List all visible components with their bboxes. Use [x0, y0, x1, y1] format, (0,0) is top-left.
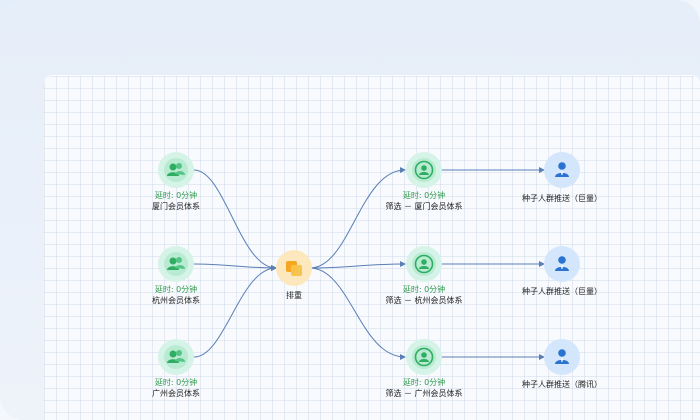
- people-group-icon: [167, 257, 185, 270]
- source-2-name: 杭州会员体系: [152, 296, 200, 305]
- output-3-name: 种子人群推送（腾讯）: [522, 380, 602, 389]
- person-push-icon: [555, 162, 569, 177]
- filter-2-name: 筛选 － 杭州会员体系: [385, 296, 463, 305]
- person-push-icon: [555, 349, 569, 364]
- filter-node-3[interactable]: [406, 339, 442, 375]
- filter-node-1[interactable]: [406, 152, 442, 188]
- edge-merge-filter3: [309, 267, 406, 360]
- source-1-name: 厦门会员体系: [152, 202, 200, 211]
- filter-node-2[interactable]: [406, 246, 442, 282]
- output-node-1[interactable]: [544, 152, 580, 188]
- source-node-1[interactable]: [158, 152, 194, 188]
- person-push-icon: [555, 256, 569, 271]
- people-group-icon: [167, 350, 185, 363]
- filter-2-delay: 延时: 0分钟: [402, 285, 446, 294]
- filter-3-name: 筛选 － 广州会员体系: [385, 389, 463, 398]
- source-2-delay: 延时: 0分钟: [154, 285, 198, 294]
- filter-3-delay: 延时: 0分钟: [402, 378, 446, 387]
- output-node-2[interactable]: [544, 246, 580, 282]
- filter-person-icon: [414, 254, 434, 274]
- edge-merge-filter1: [309, 167, 406, 269]
- source-1-delay: 延时: 0分钟: [154, 191, 198, 200]
- filter-1-name: 筛选 － 厦门会员体系: [385, 202, 463, 211]
- edge-merge-filter2: [309, 261, 406, 269]
- source-3-name: 广州会员体系: [152, 389, 200, 398]
- source-node-3[interactable]: [158, 339, 194, 375]
- output-1-name: 种子人群推送（巨量）: [522, 194, 602, 203]
- merge-name: 排重: [286, 291, 302, 300]
- edge-source1-merge: [193, 169, 277, 271]
- filter-1-delay: 延时: 0分钟: [402, 191, 446, 200]
- output-2-name: 种子人群推送（巨量）: [522, 287, 602, 296]
- filter-person-icon: [414, 160, 434, 180]
- people-group-icon: [167, 163, 185, 176]
- source-node-2[interactable]: [158, 246, 194, 282]
- edge-source2-merge: [193, 263, 277, 271]
- flow-canvas: [44, 76, 700, 420]
- filter-person-icon: [414, 347, 434, 367]
- source-3-delay: 延时: 0分钟: [154, 378, 198, 387]
- edge-source3-merge: [193, 265, 277, 358]
- output-node-3[interactable]: [544, 339, 580, 375]
- merge-node[interactable]: [276, 250, 312, 286]
- dedupe-icon: [286, 261, 302, 276]
